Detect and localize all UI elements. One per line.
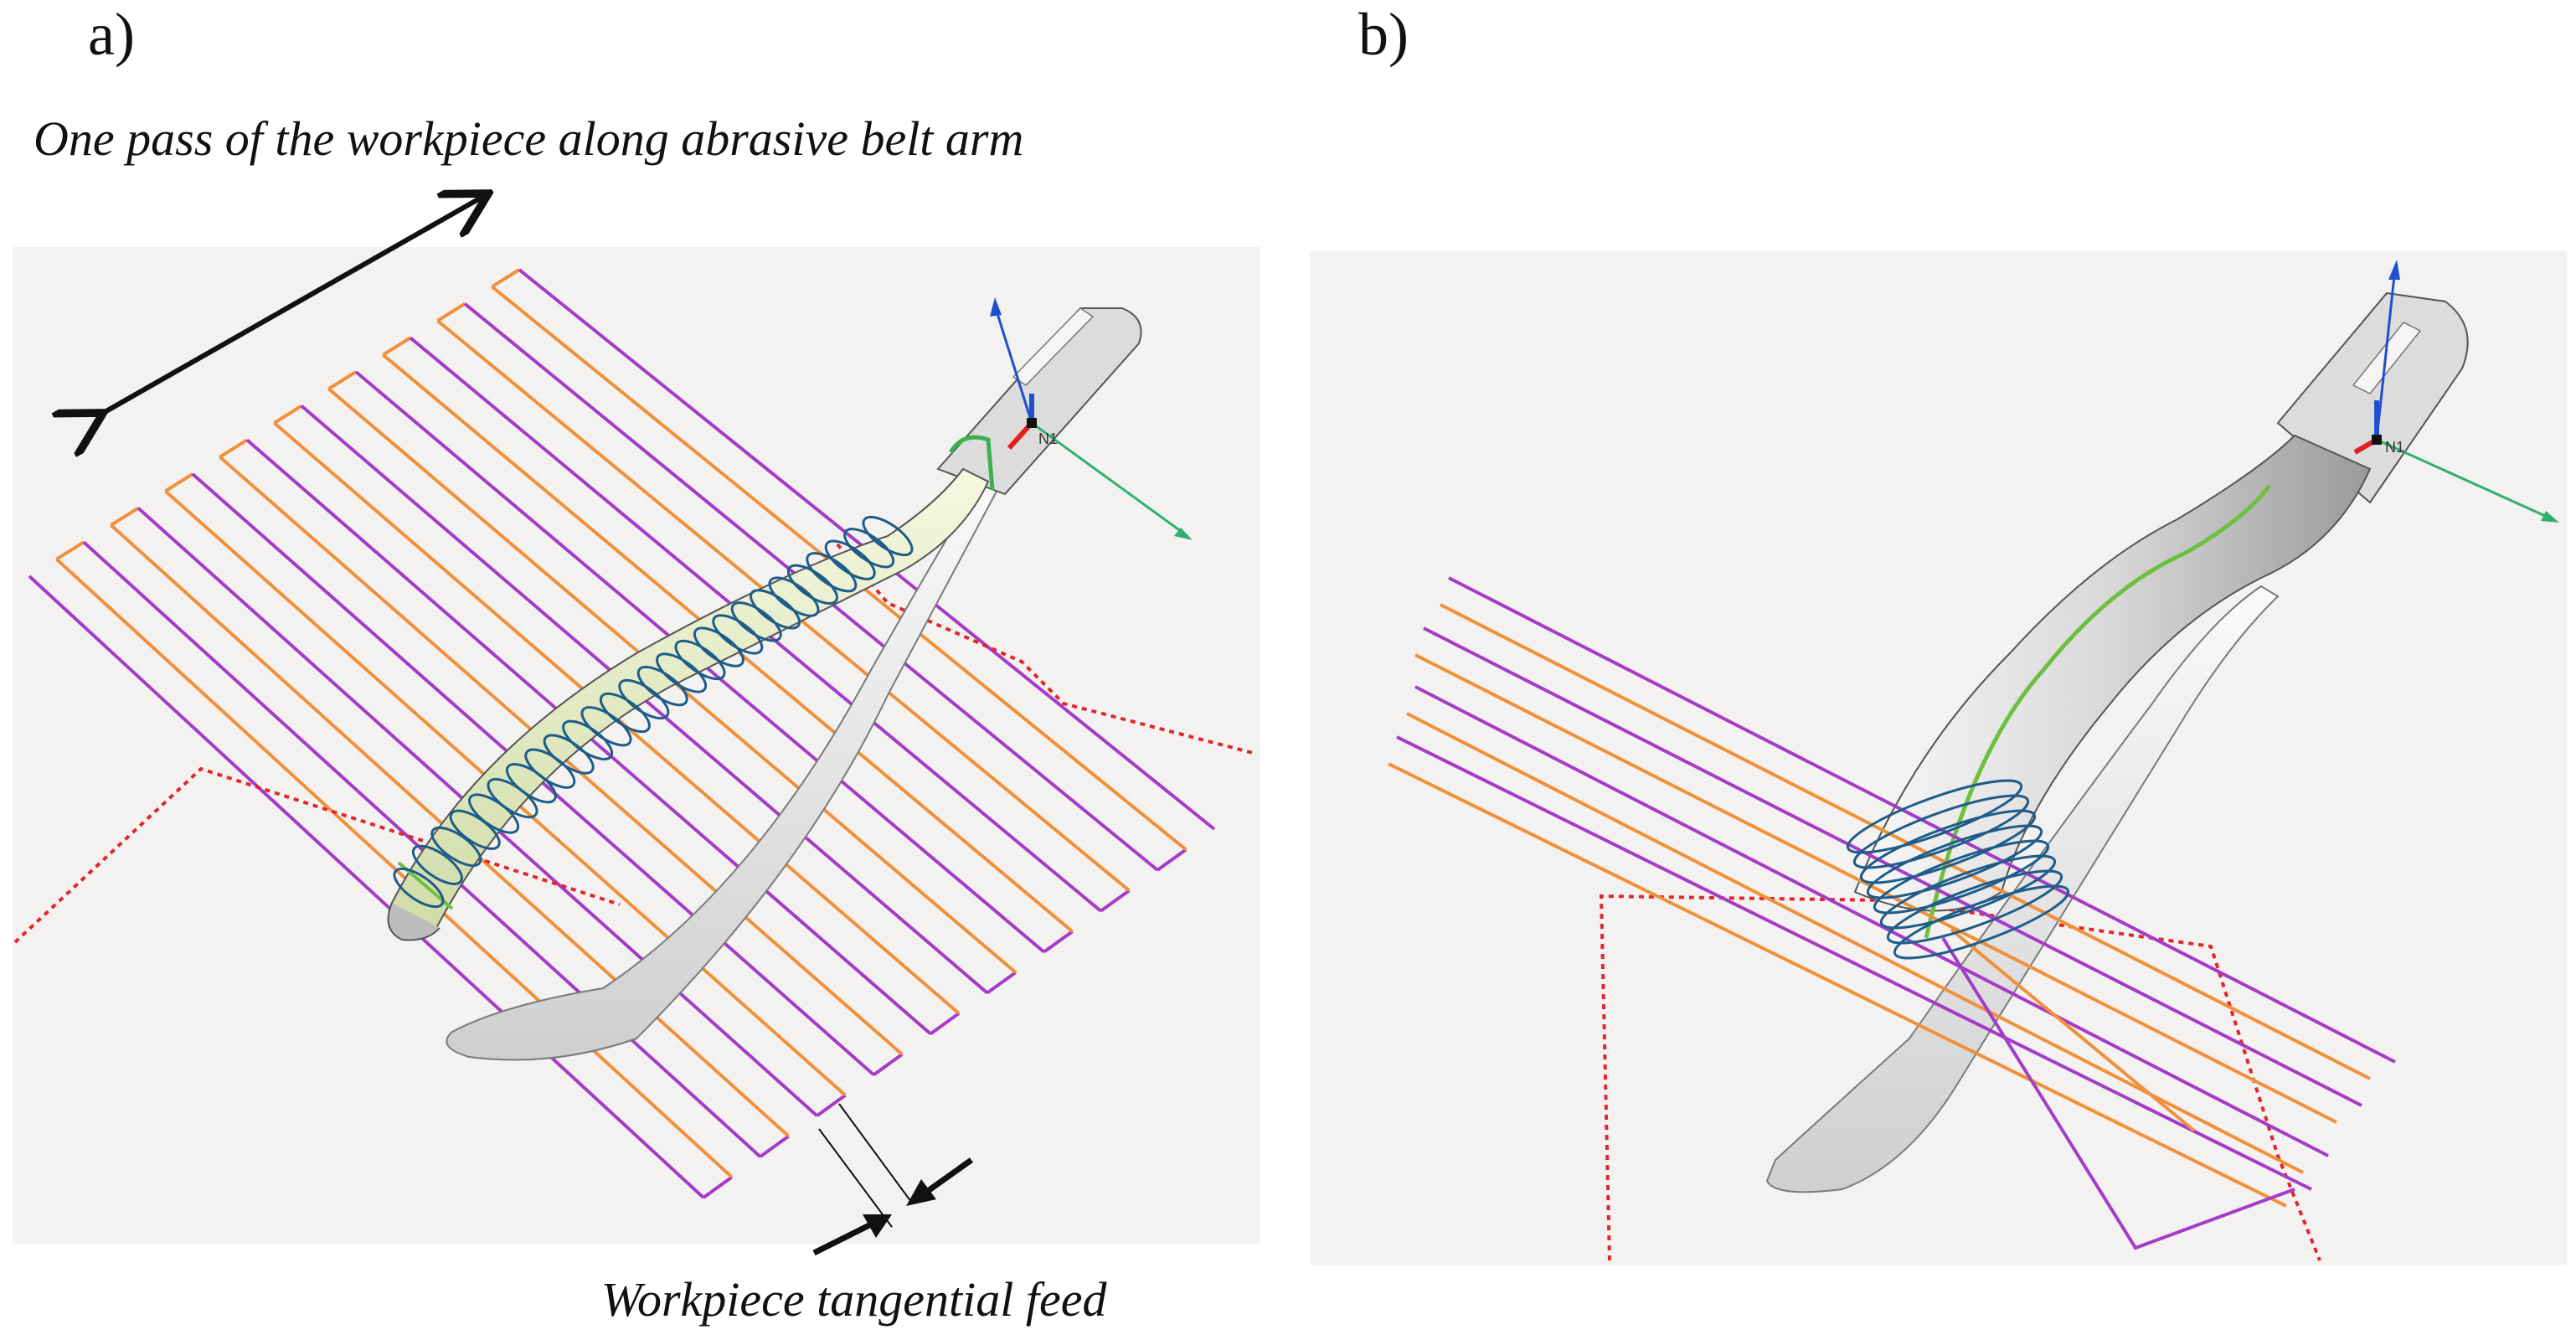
contact-ring: [674, 639, 726, 681]
pass-caption: One pass of the workpiece along abrasive…: [33, 111, 1024, 166]
toolpath-link: [219, 438, 249, 459]
toolpath-stroke: [28, 575, 705, 1199]
feed-caption: Workpiece tangential feed: [601, 1272, 1107, 1327]
contact-ring: [656, 652, 708, 693]
contact-ring: [843, 528, 895, 569]
contact-ring: [786, 564, 838, 605]
toolpath-stroke: [1388, 762, 2287, 1208]
contact-ring: [750, 589, 801, 630]
contact-ring: [693, 626, 744, 667]
contact-ring: [430, 826, 482, 868]
toolpath-link: [986, 971, 1017, 995]
panel-a-label: a): [88, 1, 135, 68]
toolpath-link: [1100, 889, 1131, 913]
toolpath-stroke: [55, 558, 734, 1179]
toolpath-link: [110, 506, 140, 527]
contact-ring: [1886, 869, 2063, 945]
contact-ring: [1852, 794, 2030, 869]
toolpath-link: [1941, 936, 2295, 1250]
toolpath-link: [382, 336, 412, 357]
toolpath-link: [1157, 848, 1188, 872]
contact-ring: [768, 576, 820, 617]
toolpath-stroke: [1414, 685, 2329, 1157]
toolpath-link: [164, 472, 194, 493]
toolpath-link: [55, 540, 85, 561]
toolpath-stroke: [1396, 735, 2312, 1191]
feed-arrows-icon: [812, 1103, 974, 1256]
toolpath-link: [436, 302, 466, 322]
toolpath-link: [1043, 930, 1074, 954]
coordinate-system-icon: N1: [2353, 260, 2559, 523]
rapid-move-path-b: [1599, 894, 2321, 1261]
double-arrow-icon: [99, 196, 484, 415]
contact-ring: [806, 552, 858, 593]
contact-ring: [1866, 824, 2043, 899]
coordinate-system-icon: N1: [990, 297, 1193, 540]
toolpath-link: [273, 404, 303, 425]
toolpath-stroke: [1423, 626, 2362, 1107]
toolpath-stroke: [1440, 603, 2371, 1080]
toolpath-stroke: [1414, 653, 2337, 1124]
contact-ring: [730, 601, 782, 642]
toolpath-link: [491, 268, 521, 289]
contact-ring: [393, 867, 445, 909]
contact-rings-b: [1846, 779, 2070, 960]
toolpath-link: [327, 370, 358, 391]
contact-ring: [862, 515, 914, 557]
contact-ring: [636, 665, 688, 707]
toolpath-link: [759, 1135, 790, 1158]
csys-label-b: N1: [2385, 439, 2404, 456]
toolpath-link: [816, 1094, 847, 1117]
toolpath-link: [1950, 928, 2196, 1132]
toolpath-stroke: [82, 540, 762, 1158]
toolpath-link: [702, 1175, 734, 1199]
toolpath-link: [929, 1012, 961, 1036]
contact-ring: [824, 539, 876, 580]
contact-ring: [1873, 839, 2050, 915]
toolpath-link: [873, 1053, 904, 1076]
contact-rings-a: [393, 515, 914, 909]
contact-ring: [1879, 854, 2057, 930]
workpiece-a: [387, 307, 1142, 1061]
contact-ring: [618, 678, 670, 720]
contact-ring: [411, 844, 463, 885]
csys-label-a: N1: [1038, 430, 1058, 447]
contact-ring: [1893, 884, 2070, 960]
contact-ring: [1859, 809, 2037, 884]
contact-ring: [1846, 779, 2023, 854]
contact-ring: [599, 692, 651, 734]
toolpath-fan-b: [1388, 576, 2396, 1250]
panel-b-label: b): [1358, 1, 1409, 68]
contact-ring: [712, 614, 764, 655]
